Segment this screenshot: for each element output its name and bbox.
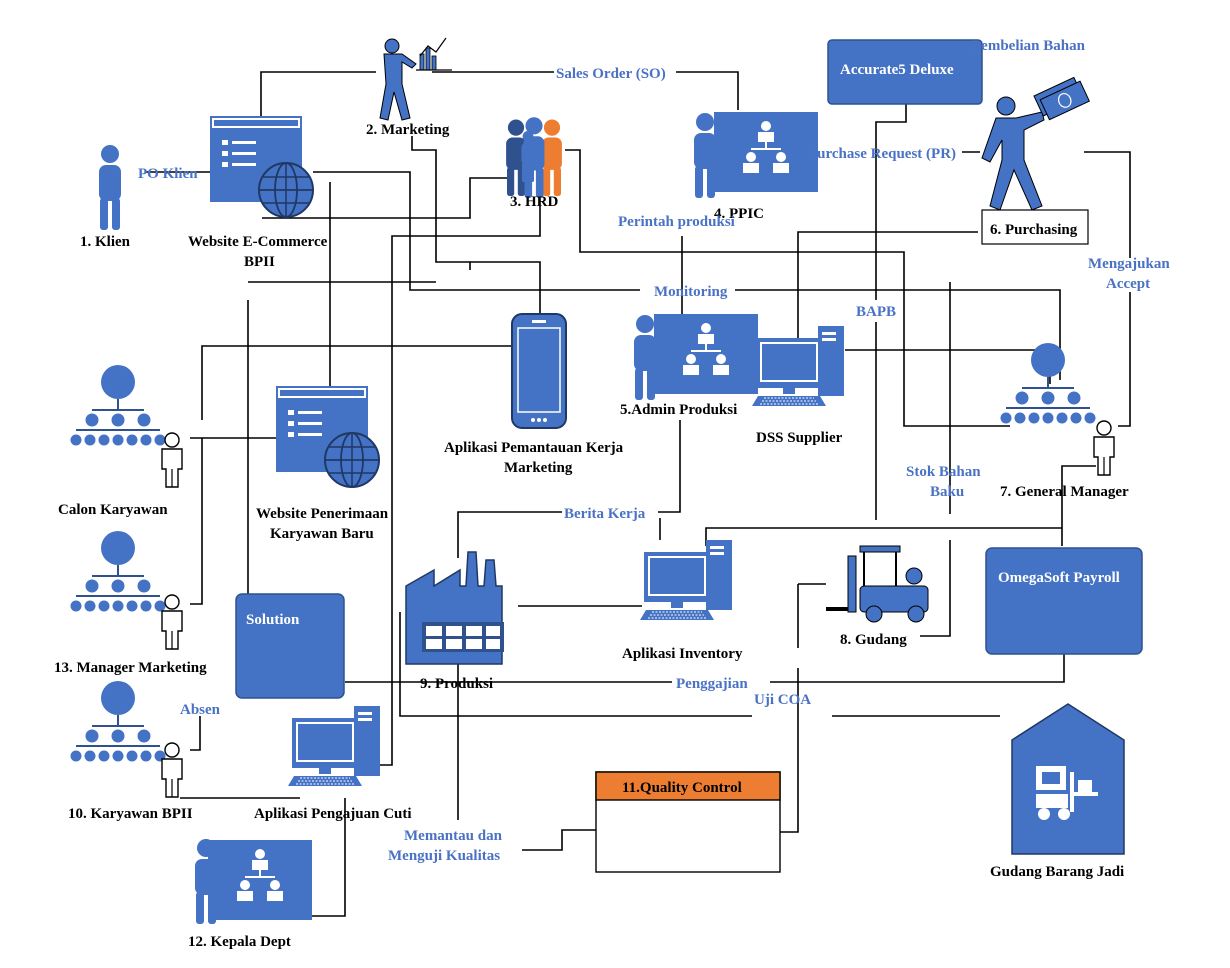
general-manager-label: 7. General Manager: [1000, 484, 1129, 500]
flow-memantau-2: Menguji Kualitas: [388, 848, 500, 864]
aplikasi-cuti-computer-icon: [287, 705, 381, 787]
outline-person-icon: [1093, 420, 1115, 476]
flow-monitoring: Monitoring: [654, 284, 728, 300]
quality-control-box: 11.Quality Control: [595, 771, 781, 873]
admin-produksi-label: 5.Admin Produksi: [620, 402, 737, 418]
gudang-label: 8. Gudang: [840, 632, 907, 648]
ppic-label: 4. PPIC: [714, 206, 764, 222]
calon-karyawan-label: Calon Karyawan: [58, 502, 168, 518]
forklift-icon: [826, 545, 929, 623]
website-penerimaan-label-1: Website Penerimaan: [256, 506, 389, 522]
karyawan-bpii-icon: [69, 680, 167, 763]
smartphone-icon: [511, 313, 567, 429]
website-ecommerce-icon: [210, 116, 314, 218]
factory-icon: [405, 551, 504, 665]
flow-labels: PO Klien Sales Order (SO) Purchase Reque…: [138, 38, 1170, 864]
flow-sales-order: Sales Order (SO): [556, 66, 666, 82]
flow-penggajian: Penggajian: [676, 676, 748, 692]
flow-bapb: BAPB: [856, 304, 896, 320]
flow-stok-1: Stok Bahan: [906, 464, 981, 480]
flow-stok-2: Baku: [930, 484, 964, 500]
aplikasi-pemantauan-label-2: Marketing: [504, 460, 573, 476]
solution-label: Solution: [246, 612, 300, 628]
website-penerimaan-icon: [276, 386, 380, 488]
admin-produksi-meeting-icon: [634, 313, 759, 400]
kepala-dept-meeting-icon: [195, 839, 313, 924]
flow-mengajukan-1: Mengajukan: [1088, 256, 1170, 272]
aplikasi-cuti-label: Aplikasi Pengajuan Cuti: [254, 806, 412, 822]
omegasoft-label: OmegaSoft Payroll: [998, 570, 1120, 586]
flow-mengajukan-2: Accept: [1106, 276, 1150, 292]
node-labels: 1. Klien 2. Marketing 3. HRD 4. PPIC 6. …: [54, 122, 1129, 950]
hrd-label: 3. HRD: [510, 194, 559, 210]
hrd-team-icon: [506, 117, 562, 198]
marketing-presenter-icon: [379, 37, 452, 121]
klien-label: 1. Klien: [80, 234, 131, 250]
warehouse-icon: [1011, 703, 1125, 855]
manager-marketing-label: 13. Manager Marketing: [54, 660, 207, 676]
flow-purchase-request: Purchase Request (PR): [808, 146, 956, 162]
dss-supplier-label: DSS Supplier: [756, 430, 843, 446]
accurate-label: Accurate5 Deluxe: [840, 62, 954, 78]
accurate-box: Accurate5 Deluxe: [827, 39, 983, 105]
outline-person-icon: [161, 594, 183, 650]
marketing-label: 2. Marketing: [366, 122, 450, 138]
general-manager-icon: [999, 342, 1097, 425]
quality-control-label: 11.Quality Control: [622, 780, 742, 796]
flow-perintah-produksi: Perintah produksi: [618, 214, 735, 230]
kepala-dept-label: 12. Kepala Dept: [188, 934, 291, 950]
calon-karyawan-icon: [69, 364, 167, 447]
flow-absen: Absen: [180, 702, 221, 718]
website-penerimaan-label-2: Karyawan Baru: [270, 526, 374, 542]
aplikasi-pemantauan-label-1: Aplikasi Pemantauan Kerja: [444, 440, 624, 456]
klien-icon: [99, 145, 121, 230]
flow-pembelian-bahan: Pembelian Bahan: [972, 38, 1086, 54]
outline-person-icon: [161, 432, 183, 488]
aplikasi-inventory-computer-icon: [639, 539, 733, 621]
solution-box: Solution: [235, 593, 345, 699]
flow-uji-coa: Uji COA: [754, 692, 811, 708]
outline-person-icon: [161, 742, 183, 798]
flow-po-klien: PO Klien: [138, 166, 198, 182]
produksi-label: 9. Produksi: [420, 676, 493, 692]
website-ecommerce-label-1: Website E-Commerce: [188, 234, 328, 250]
aplikasi-inventory-label: Aplikasi Inventory: [622, 646, 743, 662]
purchasing-label-box: [981, 209, 1089, 245]
flow-memantau-1: Memantau dan: [404, 828, 503, 844]
omegasoft-box: OmegaSoft Payroll: [985, 547, 1143, 655]
ppic-meeting-icon: [694, 111, 819, 198]
manager-marketing-icon: [69, 530, 167, 613]
dss-supplier-computer-icon: [751, 325, 845, 407]
website-ecommerce-label-2: BPII: [244, 254, 275, 270]
karyawan-label: 10. Karyawan BPII: [68, 806, 193, 822]
purchasing-icon: [981, 76, 1091, 211]
purchasing-label: 6. Purchasing: [990, 222, 1078, 238]
flow-berita-kerja: Berita Kerja: [564, 506, 646, 522]
gudang-barang-jadi-label: Gudang Barang Jadi: [990, 864, 1124, 880]
connection-lines: [146, 71, 1131, 917]
